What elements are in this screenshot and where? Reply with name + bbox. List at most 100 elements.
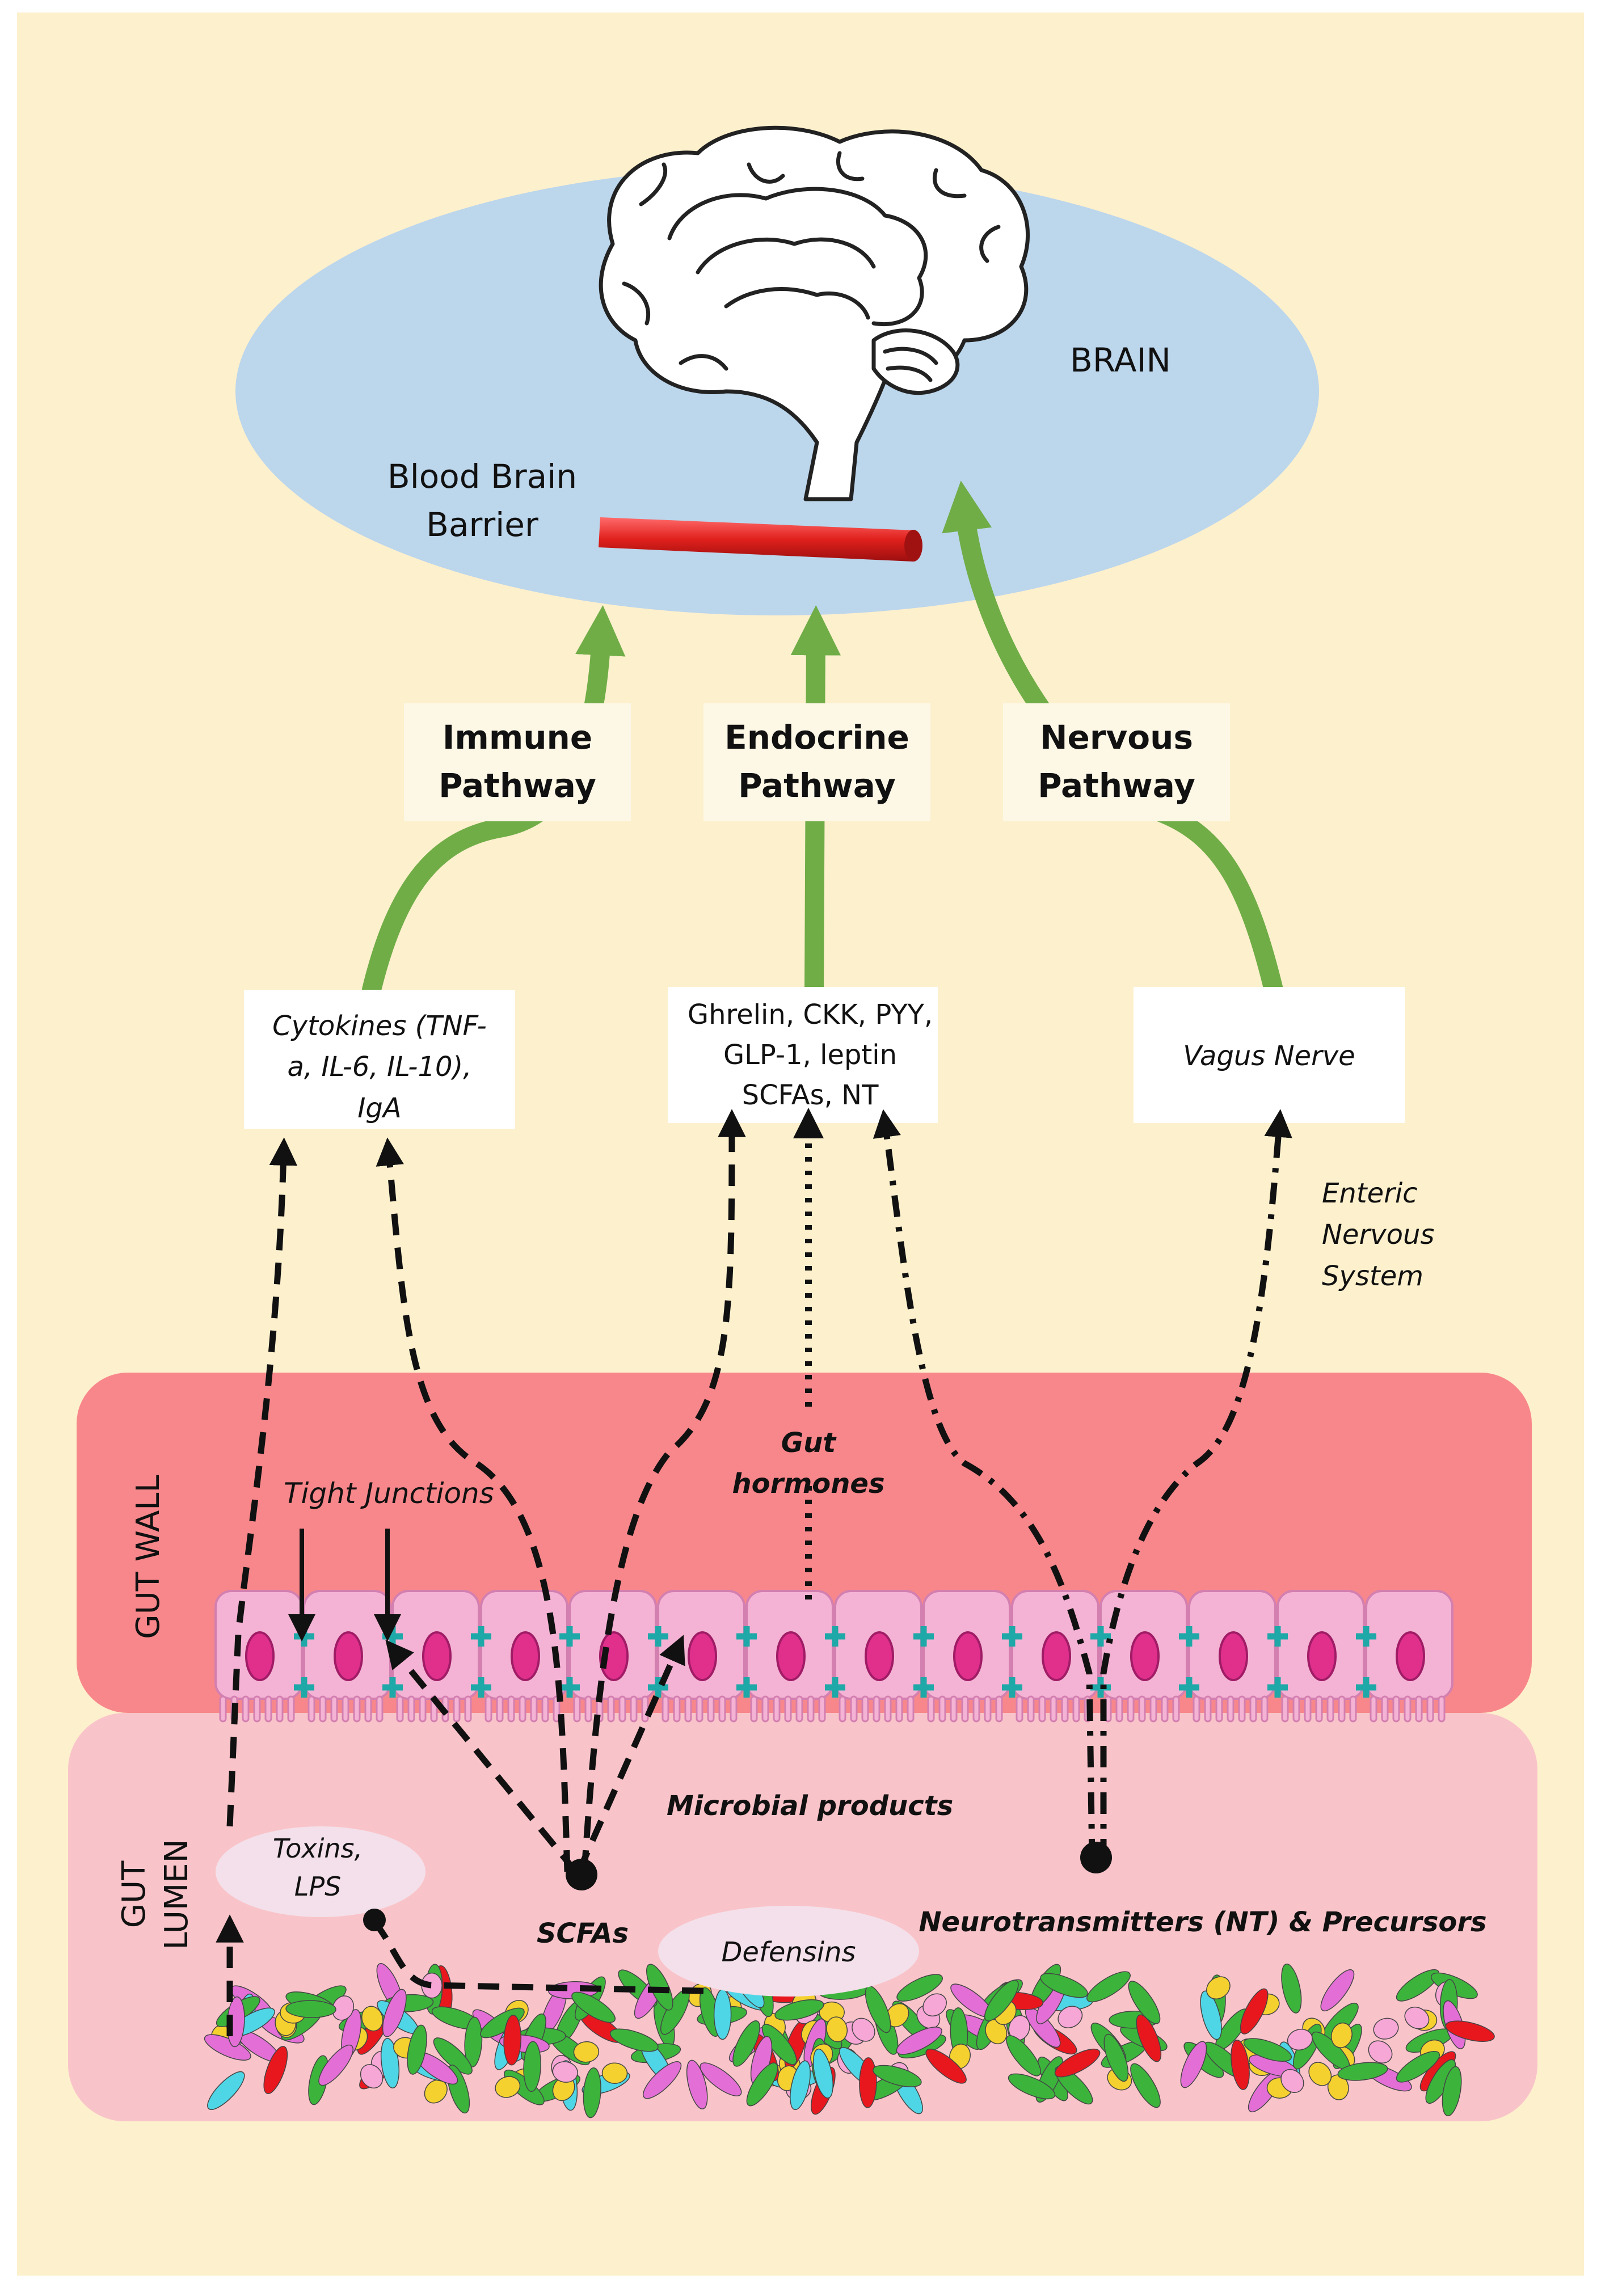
microvillus [407, 1695, 415, 1723]
microbe [609, 2028, 659, 2052]
tight-junction-marker [1179, 1677, 1199, 1698]
microbe [1404, 2006, 1430, 2029]
scfa-to-hormones-arrow [581, 1109, 746, 1872]
microbe [1327, 2074, 1349, 2100]
gut-lumen-label-line1: GUT [116, 1860, 153, 1928]
cell-nucleus [1130, 1631, 1160, 1681]
tight-junction-marker [559, 1626, 580, 1647]
microbe [382, 1989, 407, 2037]
microvillus [364, 1695, 372, 1723]
tight-junction-marker [1002, 1626, 1022, 1647]
defensin-source-dot [363, 1909, 386, 1931]
brain-icon [599, 125, 1030, 501]
tight-junction-pointers [288, 1529, 401, 1641]
microvillus [972, 1695, 980, 1723]
microbe [1240, 1988, 1269, 2035]
microbe [873, 2065, 922, 2087]
tight-junction-marker [736, 1626, 757, 1647]
immune-pathway-label-line2: Pathway [439, 766, 596, 805]
microvillus [353, 1695, 361, 1723]
gut-hormones-label-line1: Gut [781, 1427, 837, 1459]
microvillus [1027, 1695, 1035, 1723]
signal-connectors [216, 1108, 1292, 2036]
tight-junction-marker [1090, 1626, 1111, 1647]
microvillus [1016, 1695, 1023, 1723]
cytokines-label-line3: IgA [357, 1092, 401, 1124]
microvillus [276, 1695, 284, 1723]
endocrine-pathway-label-line2: Pathway [738, 766, 896, 805]
microbe [263, 2046, 288, 2095]
tight-junction-marker [913, 1677, 934, 1698]
microvillus [1204, 1695, 1212, 1723]
microvillus [995, 1695, 1003, 1723]
microvillus [818, 1695, 826, 1723]
microbial-products-label: Microbial products [667, 1790, 953, 1822]
microvillus [1227, 1695, 1235, 1723]
cell-nucleus [511, 1631, 540, 1681]
microvillus [419, 1695, 427, 1723]
microbe [1006, 2035, 1041, 2076]
bbb-label-line1: Blood Brain [387, 457, 577, 496]
microbe [1243, 2038, 1292, 2062]
microvillus [1238, 1695, 1246, 1723]
microvillus [1215, 1695, 1223, 1723]
microvillus [750, 1695, 758, 1723]
toxins-label-line2: LPS [294, 1871, 342, 1902]
microvillus [1338, 1695, 1346, 1723]
tight-junction-marker [1356, 1626, 1376, 1647]
microbe [826, 2016, 848, 2042]
microbe [583, 2067, 601, 2118]
microvillus [950, 1695, 958, 1723]
microbe [1280, 2069, 1304, 2093]
tight-junction-marker [825, 1626, 845, 1647]
defensins-label: Defensins [721, 1936, 856, 1968]
microbe [407, 2024, 427, 2075]
microvillus [761, 1695, 769, 1723]
microvillus [1304, 1695, 1312, 1723]
microvillus [307, 1695, 315, 1723]
microbe [1206, 1976, 1231, 2000]
microvillus [607, 1695, 615, 1723]
scfa-to-cytokines-arrow [376, 1137, 571, 1872]
microvillus [707, 1695, 715, 1723]
microvillus [253, 1695, 261, 1723]
microvillus [1426, 1695, 1434, 1723]
microvillus [541, 1695, 549, 1723]
tight-junction-marker [471, 1677, 491, 1698]
microbe [1040, 1973, 1088, 1998]
microbe [643, 2061, 682, 2099]
microbe [713, 1989, 732, 2040]
microvillus [573, 1695, 581, 1723]
cell-nucleus [599, 1631, 629, 1681]
microbe [1445, 2020, 1495, 2042]
neurotransmitters-to-hormones-arrow [873, 1109, 1096, 1861]
gut-hormones-label-line2: hormones [732, 1468, 884, 1500]
microvillus [961, 1695, 969, 1723]
microvillus [907, 1695, 915, 1723]
hormones-list-line2: GLP-1, leptin [723, 1039, 897, 1071]
nervous-pathway-box [1003, 703, 1230, 821]
microbe [1281, 1963, 1302, 2014]
microvillus [839, 1695, 846, 1723]
microbe [925, 2049, 967, 2084]
tight-junction-marker [1267, 1677, 1288, 1698]
microvillus [641, 1695, 649, 1723]
cytokines-label-line1: Cytokines (TNF- [272, 1010, 487, 1042]
microvillus [1193, 1695, 1200, 1723]
microvillus [287, 1695, 295, 1723]
tight-junction-marker [1356, 1677, 1376, 1698]
neurotransmitters-to-vagus-arrow [1100, 1109, 1292, 1860]
microvillus [1061, 1695, 1069, 1723]
microvillus [1161, 1695, 1169, 1723]
microvillus [1249, 1695, 1257, 1723]
microvillus [1038, 1695, 1046, 1723]
neurotransmitters-label: Neurotransmitters (NT) & Precursors [919, 1906, 1486, 1938]
microvillus [1326, 1695, 1334, 1723]
toxins-lps-ellipse [216, 1826, 425, 1917]
gut-lumen-label-line2: LUMEN [158, 1839, 195, 1950]
epithelial-cell-layer [214, 1590, 1453, 1723]
scfas-label: SCFAs [537, 1918, 629, 1949]
microvillus [464, 1695, 472, 1723]
microvillus [507, 1695, 515, 1723]
